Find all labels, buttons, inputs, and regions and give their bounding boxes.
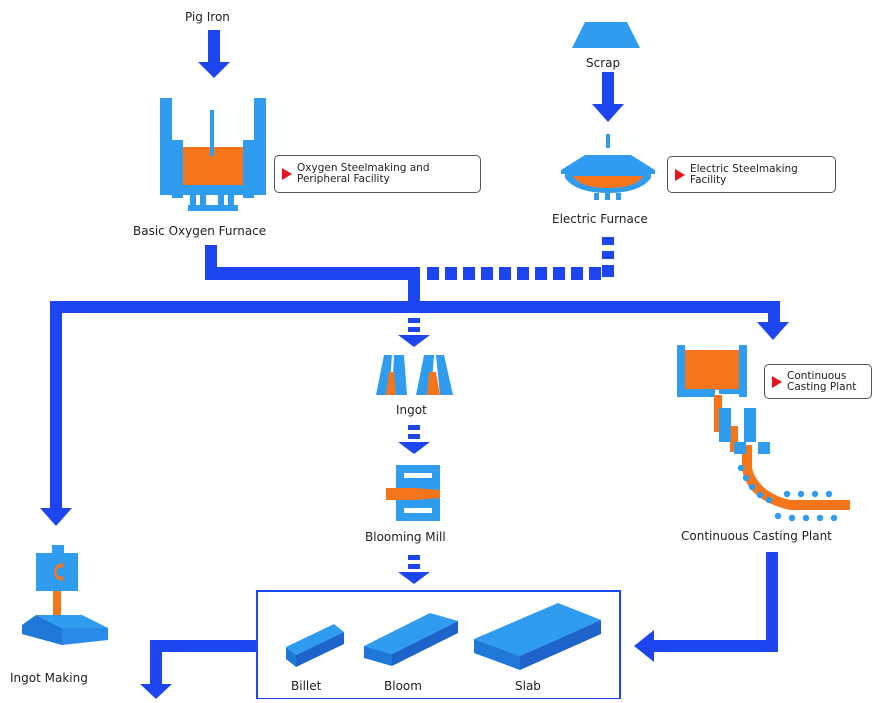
- label-electric-furnace: Electric Furnace: [552, 212, 648, 226]
- line-bof-to-junction: [205, 245, 420, 311]
- slab-icon: [474, 603, 601, 670]
- callout-electric-steelmaking[interactable]: Electric Steelmaking Facility: [667, 156, 836, 193]
- red-triangle-icon: [772, 375, 782, 388]
- arrow-pig-iron-to-bof: [198, 30, 230, 78]
- callout-oxygen-line-2: Peripheral Facility: [297, 173, 390, 185]
- electric-furnace-icon: [561, 134, 655, 200]
- label-pig-iron: Pig Iron: [185, 10, 230, 24]
- red-triangle-icon: [675, 168, 685, 181]
- arrow-to-ingot-making: [40, 301, 72, 526]
- callout-casting-line-1: Continuous: [787, 369, 847, 382]
- arrow-casting-to-products: [634, 552, 778, 662]
- callout-oxygen-steelmaking[interactable]: Oxygen Steelmaking and Peripheral Facili…: [274, 155, 481, 193]
- red-triangle-icon: [282, 168, 292, 180]
- billet-icon: [286, 624, 344, 667]
- callout-continuous-casting[interactable]: Continuous Casting Plant: [764, 364, 872, 399]
- arrow-products-out: [140, 640, 256, 699]
- blooming-mill-icon: [386, 465, 440, 521]
- bof-icon: [160, 98, 266, 211]
- ingot-icon: [376, 355, 453, 395]
- callout-electric-line-1: Electric Steelmaking: [690, 162, 798, 175]
- label-basic-oxygen-furnace: Basic Oxygen Furnace: [133, 224, 267, 238]
- dashed-electric-to-junction: [427, 237, 614, 280]
- dashed-arrow-to-ingot: [398, 318, 430, 347]
- arrow-scrap-to-electric: [592, 72, 624, 122]
- label-continuous-casting-plant: Continuous Casting Plant: [681, 529, 832, 543]
- callout-casting-line-2: Casting Plant: [787, 380, 857, 393]
- label-billet: Billet: [291, 679, 322, 693]
- label-blooming-mill: Blooming Mill: [365, 530, 446, 544]
- label-ingot-making: Ingot Making: [10, 671, 88, 685]
- arrow-to-continuous-casting: [757, 301, 789, 340]
- dashed-arrow-ingot-to-blooming: [398, 425, 430, 454]
- bloom-icon: [364, 613, 458, 666]
- label-slab: Slab: [515, 679, 541, 693]
- callout-oxygen-line-1: Oxygen Steelmaking and: [297, 162, 430, 174]
- scrap-icon: [572, 22, 640, 48]
- label-bloom: Bloom: [384, 679, 422, 693]
- flow-lines: [40, 30, 789, 699]
- dashed-arrow-blooming-to-products: [398, 555, 430, 584]
- ingot-making-icon: [22, 545, 108, 645]
- callout-electric-line-2: Facility: [690, 173, 727, 186]
- line-distribution: [50, 301, 778, 313]
- label-ingot: Ingot: [396, 403, 427, 417]
- label-scrap: Scrap: [586, 56, 621, 70]
- continuous-casting-icon: [677, 345, 850, 522]
